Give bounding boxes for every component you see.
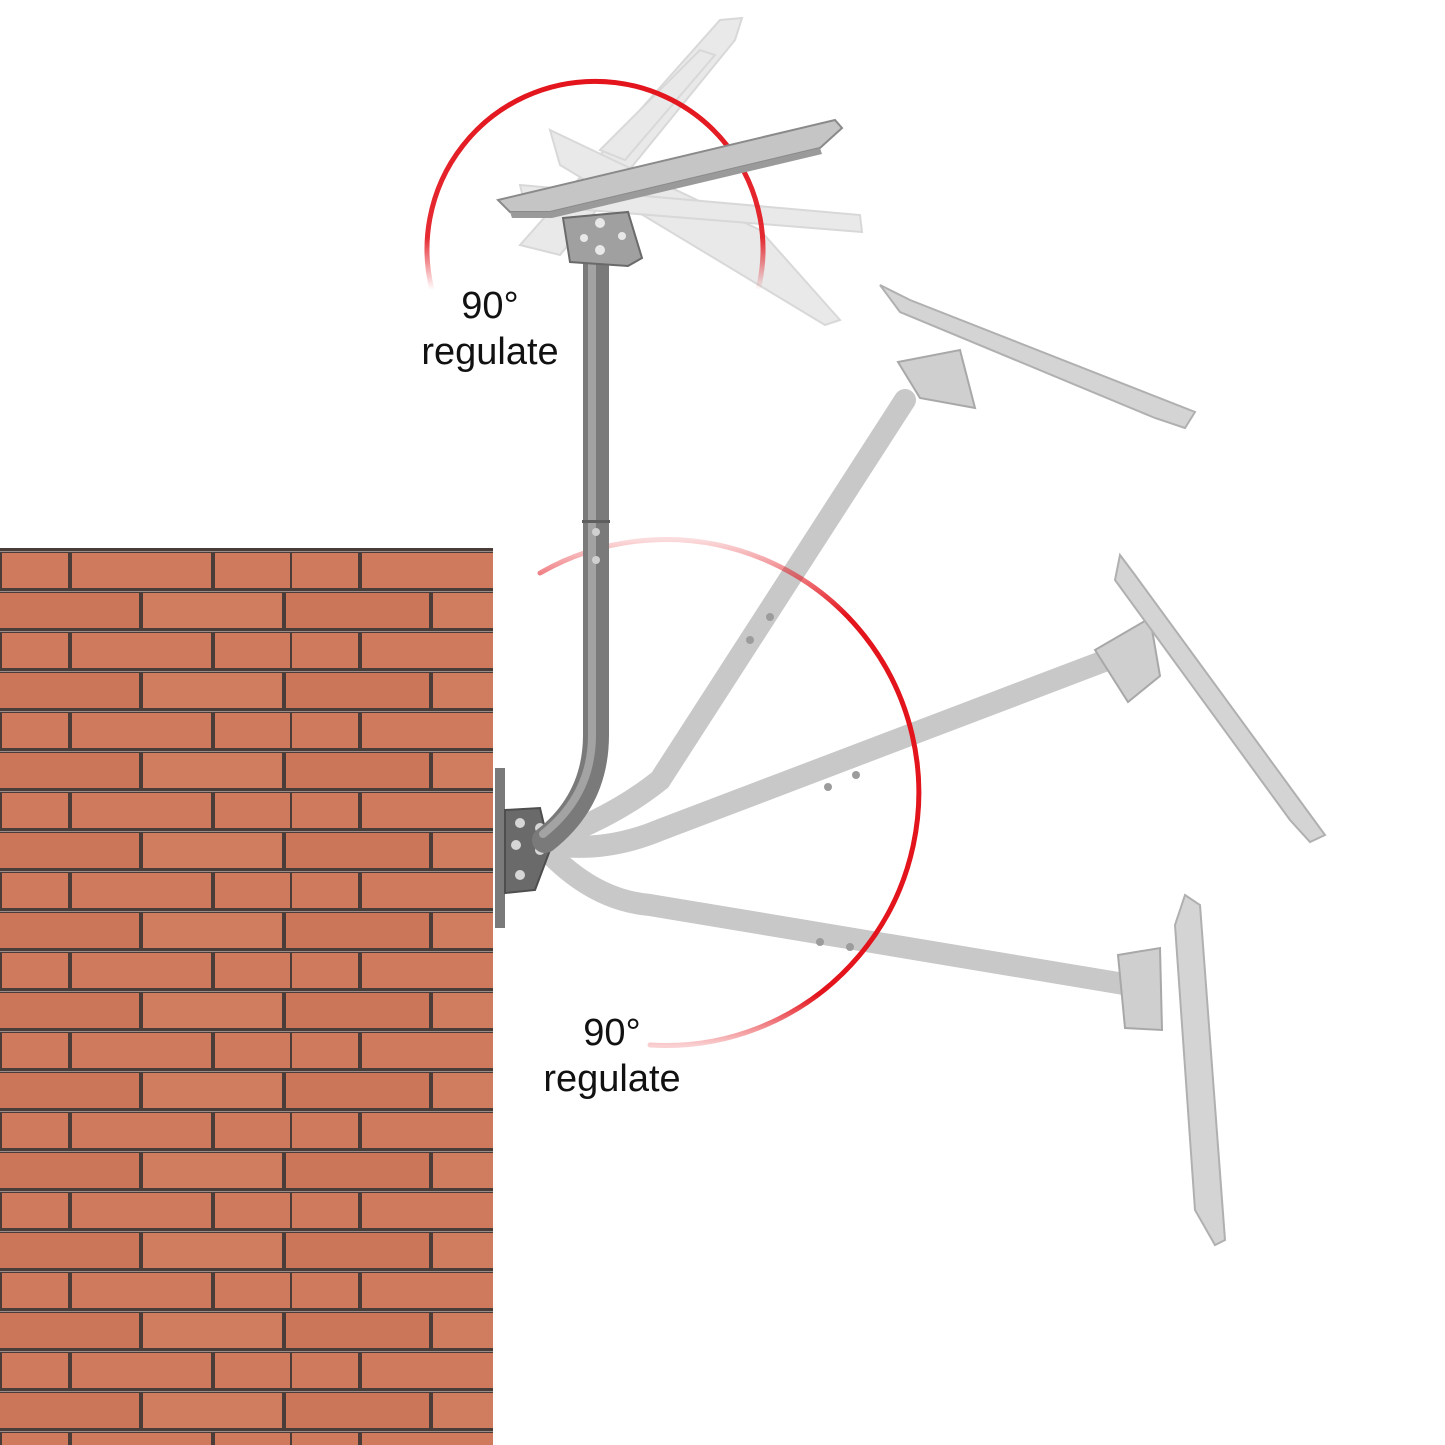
bottom-angle-word: regulate [543, 1058, 681, 1100]
bottom-rotation-arc [537, 536, 922, 1048]
top-rotation-arc [424, 78, 766, 293]
ghost-poles [529, 389, 1141, 996]
top-angle-value: 90° [461, 285, 519, 327]
main-pole [532, 249, 610, 853]
bottom-angle-label: 90° regulate [522, 1010, 702, 1102]
top-solar-panel [496, 118, 844, 218]
bottom-angle-value: 90° [583, 1012, 641, 1054]
top-angle-word: regulate [421, 331, 559, 373]
brick-wall [0, 548, 493, 1445]
top-angle-label: 90° regulate [400, 283, 580, 375]
ghost-brackets [896, 348, 1164, 1032]
top-bracket [561, 210, 644, 268]
ghost-panels [879, 284, 1327, 1247]
